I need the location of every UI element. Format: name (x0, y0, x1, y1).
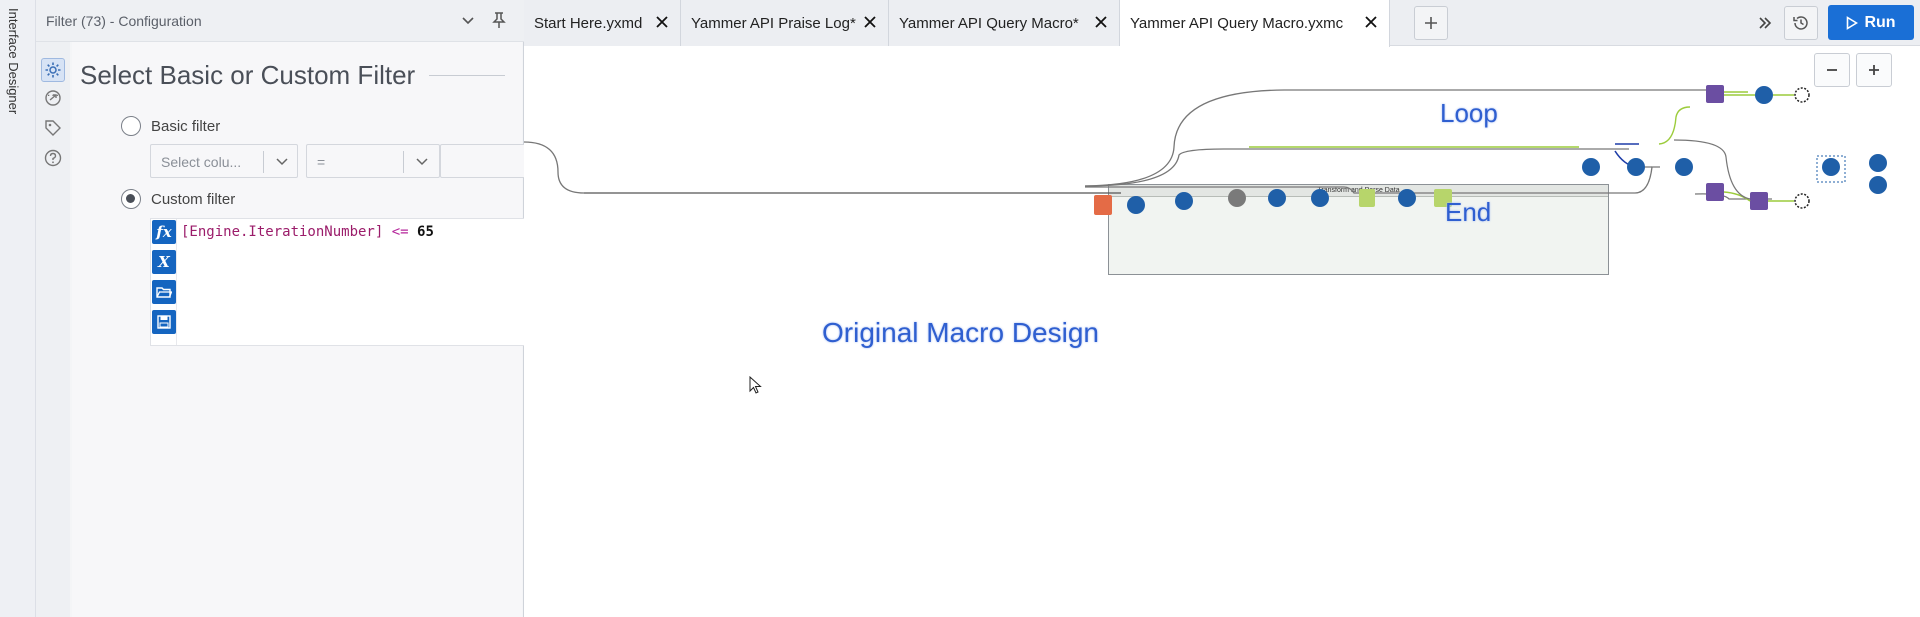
close-icon[interactable] (862, 14, 878, 30)
expression-operator: <= (391, 224, 409, 240)
tab-query-macro-yxmc[interactable]: Yammer API Query Macro.yxmc (1120, 0, 1390, 47)
plus-icon (1425, 17, 1437, 29)
open-folder-icon[interactable] (152, 280, 176, 304)
zoom-in-button[interactable] (1856, 53, 1892, 87)
tool-output-end (1794, 193, 1810, 209)
expression-editor[interactable]: fx X [Engine.IterationNumber] <= 65 (150, 218, 542, 346)
tool-append-end (1706, 183, 1724, 201)
run-label: Run (1864, 13, 1896, 31)
tool-filter (1822, 158, 1840, 176)
tab-label: Yammer API Query Macro* (899, 15, 1079, 32)
tool-a (1582, 158, 1600, 176)
loop-branch (1706, 85, 1810, 104)
config-title: Filter (73) - Configuration (46, 13, 202, 29)
close-icon[interactable] (1093, 14, 1109, 30)
select-divider (263, 151, 264, 173)
annotation-original-macro-design[interactable]: Original Macro Design (822, 317, 1099, 348)
custom-filter-radio[interactable] (121, 189, 141, 209)
tool-c (1675, 158, 1693, 176)
gear-icon[interactable] (41, 58, 65, 82)
more-tabs-button[interactable] (1750, 6, 1780, 40)
chevron-down-icon[interactable] (458, 11, 478, 31)
expression-value: 65 (417, 224, 434, 240)
tab-query-macro-draft[interactable]: Yammer API Query Macro* (889, 0, 1120, 46)
end-branch (1673, 139, 1810, 210)
minus-icon (1827, 69, 1837, 71)
tool-join-end (1750, 192, 1768, 210)
connection-icon[interactable] (41, 86, 65, 110)
column-select-value: Select colu... (161, 154, 242, 170)
basic-filter-radio[interactable] (121, 116, 141, 136)
tool-select-false (1869, 176, 1887, 194)
custom-filter-label[interactable]: Custom filter (151, 191, 236, 208)
tag-icon[interactable] (41, 116, 65, 140)
select-divider (403, 151, 404, 173)
tab-label: Start Here.yxmd (534, 15, 643, 32)
expression-toolbar: fx X (151, 219, 177, 345)
tab-bar: Start Here.yxmd Yammer API Praise Log* Y… (524, 0, 1920, 47)
pin-icon[interactable] (488, 9, 510, 31)
close-icon[interactable] (654, 14, 670, 30)
save-icon[interactable] (152, 310, 176, 334)
history-icon (1793, 16, 1808, 30)
variable-icon[interactable]: X (152, 250, 176, 274)
play-icon (1847, 15, 1859, 30)
expression-field: [Engine.IterationNumber] (181, 224, 384, 240)
middle-tools (1582, 154, 1887, 194)
plus-icon (1869, 65, 1879, 75)
tab-praise-log[interactable]: Yammer API Praise Log* (681, 0, 889, 46)
tool-select-loop (1755, 86, 1773, 104)
section-title: Select Basic or Custom Filter (80, 60, 416, 90)
mouse-cursor-icon (749, 376, 762, 394)
container-title: Transform and Parse Data (1317, 187, 1400, 194)
green-connections (1249, 91, 1748, 148)
tab-label: Yammer API Praise Log* (691, 15, 856, 32)
interface-designer-strip[interactable]: Interface Designer (0, 0, 36, 617)
config-header: Filter (73) - Configuration (36, 0, 524, 42)
column-select[interactable]: Select colu... (150, 144, 298, 178)
zoom-out-button[interactable] (1814, 53, 1850, 87)
close-icon[interactable] (1363, 14, 1379, 30)
workflow-area: Start Here.yxmd Yammer API Praise Log* Y… (524, 0, 1920, 617)
selected-filter-frame (1816, 155, 1846, 183)
help-icon[interactable] (41, 146, 65, 170)
history-button[interactable] (1784, 6, 1818, 40)
annotation-loop[interactable]: Loop (1440, 98, 1498, 128)
tool-select-true (1869, 154, 1887, 172)
workflow-graph (524, 85, 1887, 210)
tool-output-loop (1794, 87, 1810, 103)
add-tab-button[interactable] (1414, 6, 1448, 40)
tool-append-loop (1706, 85, 1724, 103)
configuration-panel: Filter (73) - Configuration ... (36, 0, 542, 617)
operator-select-value: = (317, 154, 326, 170)
interface-designer-label[interactable]: Interface Designer (6, 8, 21, 115)
chevron-down-icon (273, 153, 291, 171)
annotation-end[interactable]: End (1445, 197, 1492, 227)
tab-start-here[interactable]: Start Here.yxmd (524, 0, 681, 46)
run-button[interactable]: Run (1828, 5, 1914, 40)
section-divider (429, 75, 505, 76)
tool-b (1627, 158, 1645, 176)
expression-text[interactable]: [Engine.IterationNumber] <= 65 (181, 224, 434, 240)
basic-filter-label[interactable]: Basic filter (151, 118, 221, 135)
workflow-canvas[interactable]: Transform and Parse Data (524, 47, 1920, 617)
fx-icon[interactable]: fx (152, 220, 176, 244)
double-chevron-right-icon (1759, 17, 1772, 29)
connections (524, 89, 1772, 200)
operator-select[interactable]: = (306, 144, 440, 178)
config-body: Select Basic or Custom Filter Basic filt… (72, 42, 542, 617)
tab-label: Yammer API Query Macro.yxmc (1130, 15, 1344, 32)
config-icon-column: ... (36, 42, 70, 617)
chevron-down-icon (413, 153, 431, 171)
